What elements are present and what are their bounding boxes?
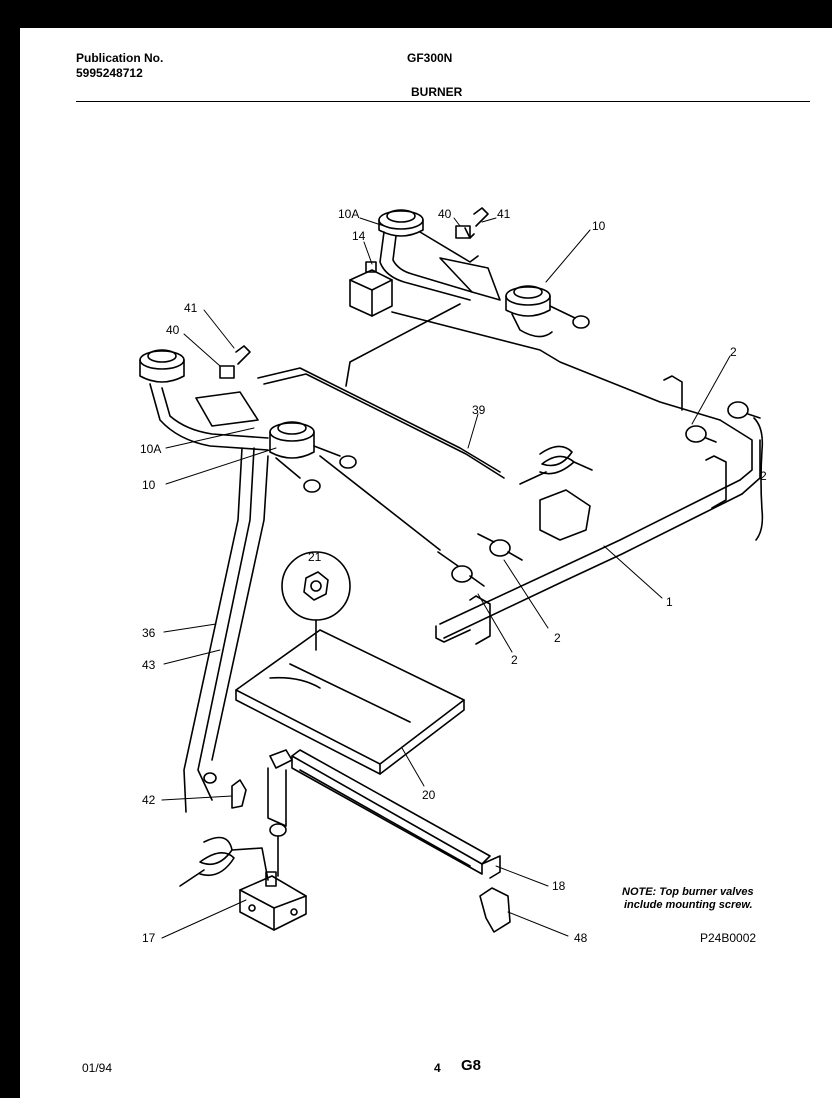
left-rear-burner bbox=[139, 349, 269, 451]
baffle-20 bbox=[235, 629, 465, 775]
valve-rear-1 bbox=[685, 425, 717, 443]
figure-code: P24B0002 bbox=[700, 931, 757, 945]
thermostat-tube bbox=[345, 303, 461, 387]
safety-valve-top bbox=[539, 489, 591, 541]
brace-2 bbox=[753, 417, 764, 541]
callout-10A-top: 10A bbox=[338, 207, 359, 221]
bracket-48 bbox=[479, 887, 511, 933]
callout-2-d: 2 bbox=[511, 653, 518, 667]
footer-page: 4 bbox=[434, 1061, 441, 1075]
note-line-2: include mounting screw. bbox=[624, 899, 753, 911]
callout-2-b: 2 bbox=[760, 469, 767, 483]
leader-lines bbox=[161, 217, 731, 939]
footer-date: 01/94 bbox=[82, 1061, 113, 1075]
capillary-tube-39b bbox=[263, 373, 505, 479]
bracket-42 bbox=[231, 779, 247, 809]
valve-rear-2 bbox=[727, 401, 761, 419]
callout-40-top: 40 bbox=[438, 207, 452, 221]
callout-21: 21 bbox=[308, 550, 322, 564]
footer-code: G8 bbox=[461, 1057, 482, 1074]
publication-label: Publication No. bbox=[76, 51, 164, 65]
left-nut-40 bbox=[219, 365, 235, 379]
valve-front-left bbox=[437, 551, 485, 587]
section-title: BURNER bbox=[411, 85, 463, 99]
scan-border-top bbox=[0, 0, 832, 28]
tube-36 bbox=[183, 447, 243, 813]
rear-supply-tube bbox=[391, 311, 721, 421]
safety-valve-17 bbox=[239, 871, 307, 931]
callout-2-c: 2 bbox=[554, 631, 561, 645]
model-number: GF300N bbox=[407, 51, 453, 65]
callout-42: 42 bbox=[142, 793, 156, 807]
tube-43b bbox=[211, 455, 269, 761]
callout-43: 43 bbox=[142, 658, 156, 672]
callout-18: 18 bbox=[552, 879, 566, 893]
callout-14: 14 bbox=[352, 229, 366, 243]
left-front-burner bbox=[269, 421, 357, 493]
callout-41-left: 41 bbox=[184, 301, 198, 315]
callout-2-a: 2 bbox=[730, 345, 737, 359]
scan-border-left bbox=[0, 0, 20, 1098]
left-burner-bracket bbox=[195, 391, 259, 427]
callout-40-left: 40 bbox=[166, 323, 180, 337]
callout-48: 48 bbox=[574, 931, 588, 945]
rear-left-burner bbox=[378, 209, 479, 301]
header-rule bbox=[76, 101, 810, 102]
tube-43 bbox=[197, 447, 255, 801]
rear-nut-40 bbox=[455, 225, 471, 239]
note-line-1: NOTE: Top burner valves bbox=[622, 886, 754, 898]
nut-21-detail bbox=[281, 551, 351, 651]
callout-20: 20 bbox=[422, 788, 436, 802]
coil-top bbox=[519, 445, 593, 485]
capillary-tube-39 bbox=[257, 367, 501, 473]
callout-10-top: 10 bbox=[592, 219, 606, 233]
tube-fitting bbox=[203, 772, 217, 784]
callout-41-top: 41 bbox=[497, 207, 511, 221]
callout-1: 1 bbox=[666, 595, 673, 609]
rear-right-burner bbox=[505, 285, 590, 338]
manifold-pipe bbox=[435, 419, 761, 643]
left-clip-41 bbox=[235, 345, 251, 365]
callout-39: 39 bbox=[472, 403, 486, 417]
oven-burner-tube bbox=[291, 749, 501, 879]
callout-10A-left: 10A bbox=[140, 442, 161, 456]
callout-10-left: 10 bbox=[142, 478, 156, 492]
rear-clip-41 bbox=[473, 207, 489, 227]
callout-17: 17 bbox=[142, 931, 156, 945]
coil-bottom bbox=[179, 836, 269, 887]
rear-burner-bracket bbox=[439, 257, 501, 301]
valve-front-right bbox=[477, 533, 523, 561]
publication-number: 5995248712 bbox=[76, 66, 143, 80]
callout-36: 36 bbox=[142, 626, 156, 640]
oven-venturi bbox=[267, 749, 293, 877]
front-supply-tube bbox=[319, 455, 441, 551]
manifold-brackets bbox=[469, 375, 727, 645]
thermostat-body bbox=[349, 261, 393, 317]
